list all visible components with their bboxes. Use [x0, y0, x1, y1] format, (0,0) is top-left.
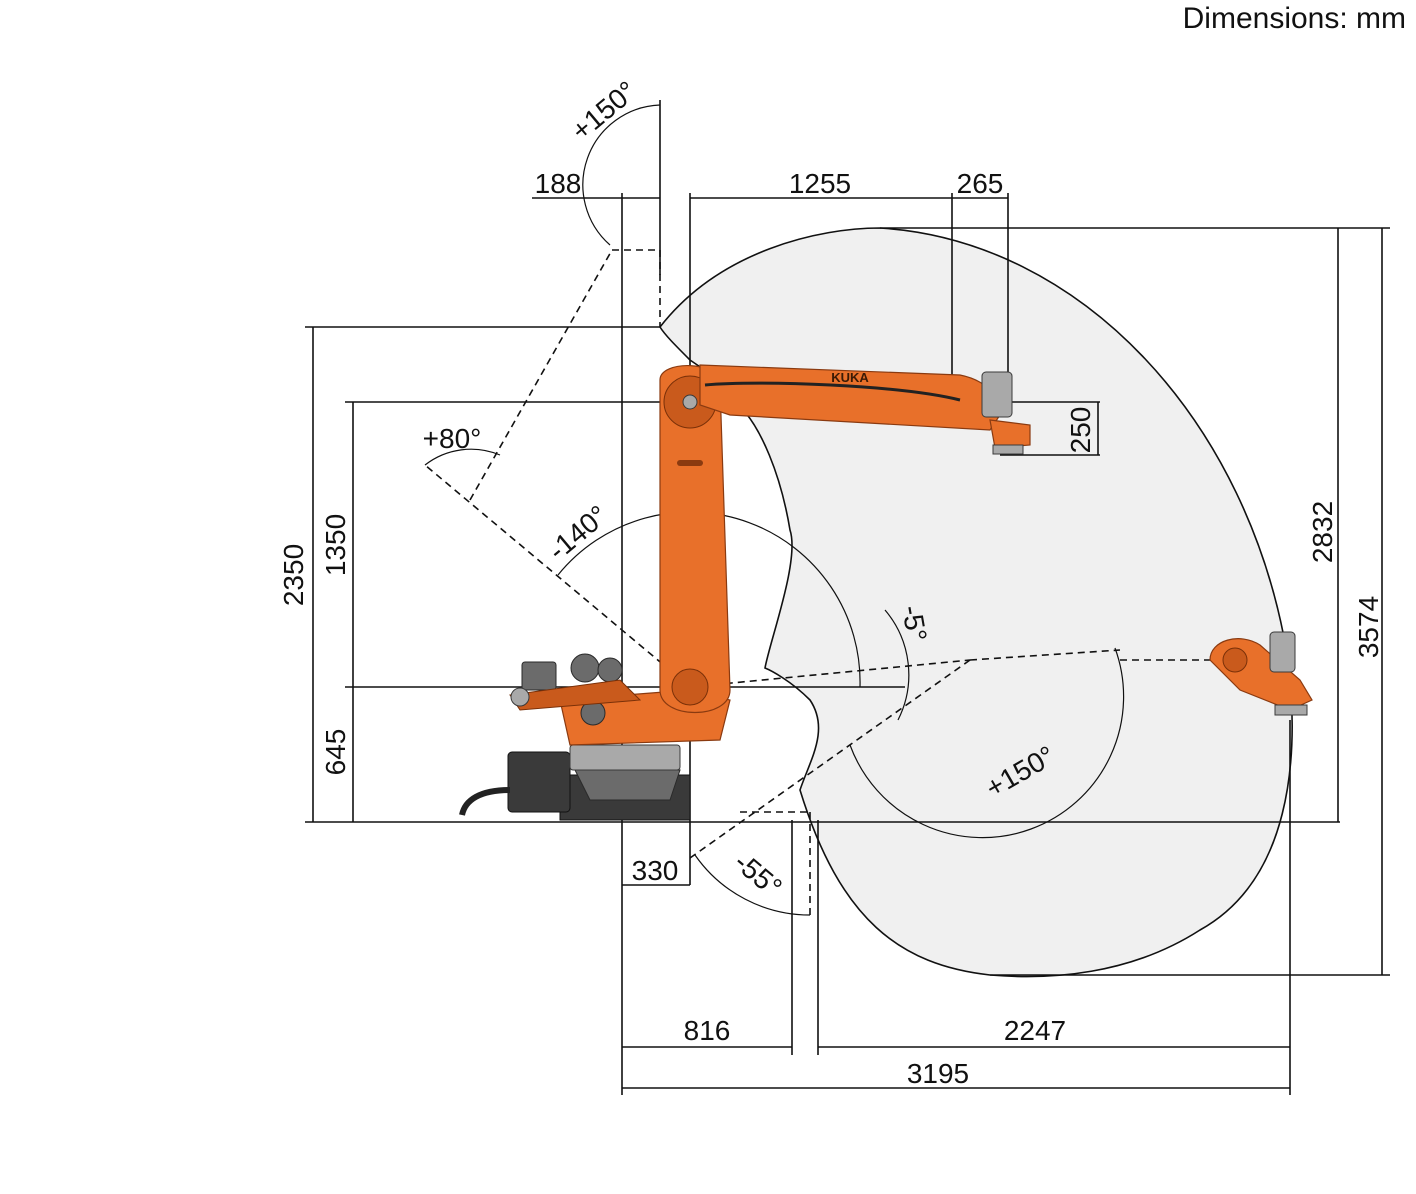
arc-axis3-up [884, 609, 910, 721]
dim-2832: 2832 [1307, 501, 1338, 563]
angle-axis3-up: -5° [896, 603, 933, 644]
base-connector-box [507, 751, 571, 813]
dim-2247: 2247 [1004, 1015, 1066, 1046]
dim-1255: 1255 [789, 168, 851, 199]
dim-3195: 3195 [907, 1058, 969, 1089]
robot-base-ring [574, 769, 681, 801]
dashed-upper-arm-ext [969, 649, 1121, 661]
dim-265: 265 [957, 168, 1004, 199]
robot-body: KUKA [459, 364, 1031, 821]
dashed-axis3-up [469, 249, 613, 501]
counterbalance-pivot [510, 687, 530, 707]
angle-axis2-down: -140° [542, 499, 613, 566]
wrist-extended-motor [1269, 631, 1296, 673]
wrist-extended-joint [1222, 647, 1248, 673]
angle-axis2-up: +80° [423, 423, 482, 454]
motor-a3 [597, 657, 623, 683]
dim-645: 645 [320, 729, 351, 776]
wrist-extended-tool [1274, 704, 1308, 716]
angle-axis6: +150° [565, 75, 642, 146]
axis2-joint [671, 668, 709, 706]
arm-cable [704, 381, 961, 402]
base-turntable [569, 744, 681, 771]
dashed-axis3-down [689, 659, 971, 859]
link-arm [659, 364, 731, 714]
units-label: Dimensions: mm [1182, 2, 1406, 35]
arm-slot [677, 460, 703, 466]
motor-box-a2 [521, 661, 557, 691]
dim-2350: 2350 [278, 544, 309, 606]
dim-1350: 1350 [320, 514, 351, 576]
robot-wrist-extended [1209, 631, 1313, 716]
dashed-axis2-limit-up [424, 464, 691, 688]
motor-a2 [570, 653, 600, 683]
arc-axis2-up [424, 448, 501, 466]
dashed-axis3-neg5 [689, 659, 971, 688]
dim-188: 188 [535, 168, 582, 199]
dim-816: 816 [684, 1015, 731, 1046]
dim-3574: 3574 [1353, 596, 1384, 658]
wrist-flange [989, 419, 1031, 449]
arc-axis5 [694, 854, 811, 916]
dim-250: 250 [1065, 407, 1096, 454]
arc-axis3-down [849, 647, 1125, 839]
base-cable [459, 787, 511, 816]
arc-axis2-down [557, 511, 861, 688]
tool-plate [992, 444, 1024, 455]
arc-axis6 [582, 104, 661, 246]
axis3-hub [682, 394, 698, 410]
brand-label: KUKA [831, 370, 869, 385]
wrist-motor [981, 371, 1013, 418]
dim-330: 330 [632, 855, 679, 886]
